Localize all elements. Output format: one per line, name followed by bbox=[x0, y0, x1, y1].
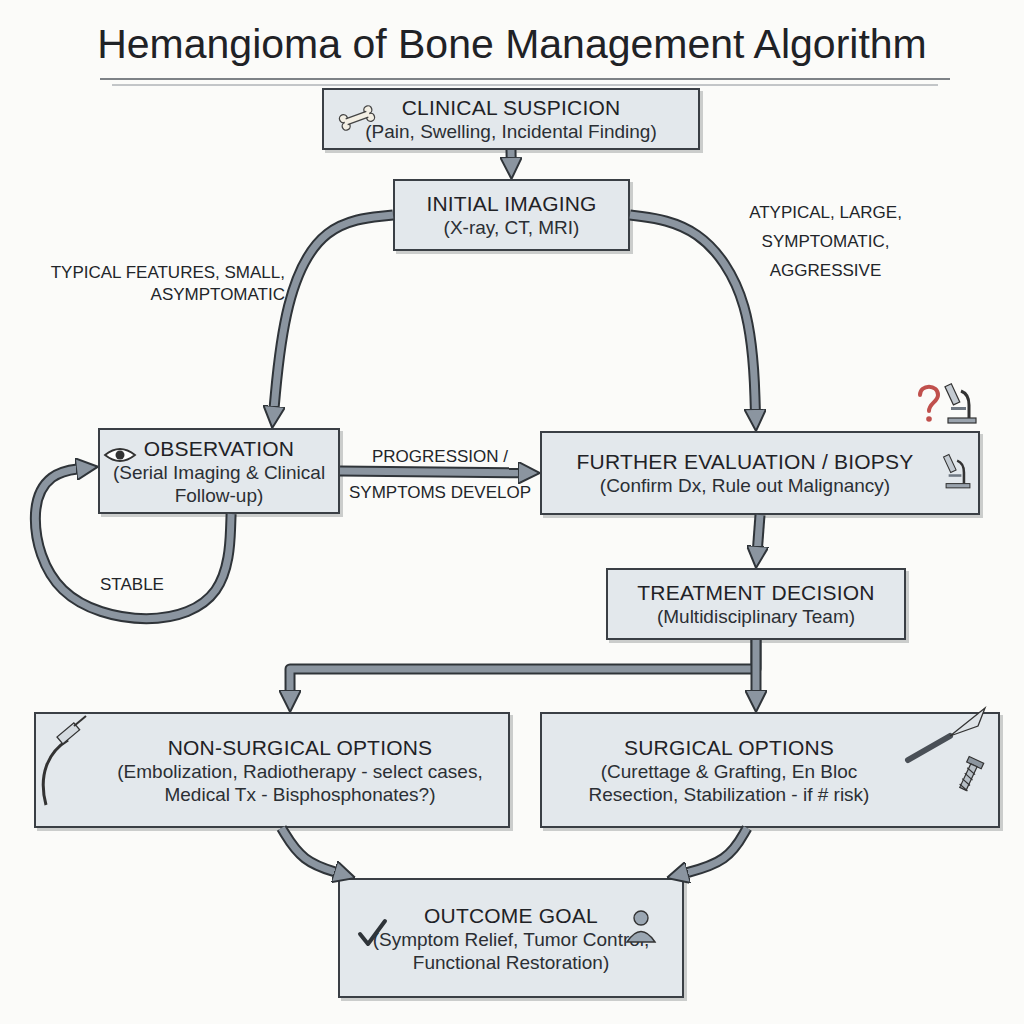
node-body: (Curettage & Grafting, En Bloc Resection… bbox=[556, 760, 902, 806]
flow-arrow bbox=[274, 215, 393, 413]
flow-arrow bbox=[681, 828, 747, 874]
node-body: (Confirm Dx, Rule out Malignancy) bbox=[600, 474, 890, 497]
connector-outline bbox=[340, 471, 525, 473]
connector-outline bbox=[282, 828, 341, 874]
question-dot bbox=[926, 416, 932, 422]
flow-connector bbox=[290, 640, 756, 697]
flow-connector bbox=[681, 828, 747, 874]
flow-arrow bbox=[753, 640, 760, 697]
node-body: (Serial Imaging & Clinical Follow-up) bbox=[108, 461, 330, 507]
flow-arrow bbox=[290, 640, 756, 697]
node-heading: FURTHER EVALUATION / BIOPSY bbox=[577, 449, 914, 474]
flow-connector bbox=[630, 215, 756, 416]
node-heading: CLINICAL SUSPICION bbox=[402, 95, 621, 120]
microscope-tube bbox=[945, 384, 960, 405]
edge-label: STABLE bbox=[100, 574, 190, 596]
title-underline bbox=[100, 79, 950, 85]
flow-arrow bbox=[630, 215, 756, 416]
edge-label: ATYPICAL, LARGE, SYMPTOMATIC, AGGRESSIVE bbox=[718, 198, 933, 285]
connector-outline bbox=[290, 640, 756, 697]
flow-arrow bbox=[340, 471, 525, 473]
process-box: OUTCOME GOAL(Symptom Relief, Tumor Contr… bbox=[338, 878, 684, 998]
underline-stroke bbox=[100, 78, 950, 80]
node-body: (X-ray, CT, MRI) bbox=[444, 216, 580, 239]
process-box: FURTHER EVALUATION / BIOPSY(Confirm Dx, … bbox=[540, 431, 980, 515]
process-box: NON-SURGICAL OPTIONS(Embolization, Radio… bbox=[34, 712, 510, 828]
flow-connector bbox=[511, 150, 512, 164]
flow-arrow bbox=[508, 150, 515, 164]
connector-outline bbox=[274, 215, 393, 413]
diagram-title: Hemangioma of Bone Management Algorithm bbox=[0, 20, 1024, 68]
connector-outline bbox=[681, 828, 747, 874]
node-body: (Embolization, Radiotherapy - select cas… bbox=[106, 760, 494, 806]
process-box: INITIAL IMAGING(X-ray, CT, MRI) bbox=[393, 179, 630, 251]
node-heading: NON-SURGICAL OPTIONS bbox=[168, 735, 433, 760]
process-box: CLINICAL SUSPICION(Pain, Swelling, Incid… bbox=[322, 88, 700, 150]
microscope-base bbox=[948, 418, 976, 423]
node-heading: OBSERVATION bbox=[144, 436, 294, 461]
microscope-stage bbox=[951, 407, 966, 410]
flow-connector bbox=[282, 828, 341, 874]
node-heading: INITIAL IMAGING bbox=[426, 191, 596, 216]
flow-arrow bbox=[282, 828, 341, 874]
underline-stroke bbox=[112, 85, 938, 86]
connector-outline bbox=[630, 215, 756, 416]
question-curve bbox=[920, 387, 938, 411]
microscope-icon bbox=[945, 384, 976, 423]
process-box: SURGICAL OPTIONS(Curettage & Grafting, E… bbox=[540, 712, 1000, 828]
node-body: (Pain, Swelling, Incidental Finding) bbox=[365, 120, 657, 143]
edge-label: PROGRESSION / SYMPTOMS DEVELOP bbox=[340, 439, 540, 511]
node-body: (Multidisciplinary Team) bbox=[657, 605, 855, 628]
question-icon bbox=[920, 387, 938, 422]
flow-connector bbox=[756, 640, 757, 697]
node-heading: SURGICAL OPTIONS bbox=[624, 735, 834, 760]
process-box: OBSERVATION(Serial Imaging & Clinical Fo… bbox=[98, 428, 340, 514]
microscope-arm bbox=[961, 391, 969, 418]
connector-outline bbox=[506, 150, 517, 164]
flow-connector bbox=[274, 215, 393, 413]
node-body: (Symptom Relief, Tumor Control, Function… bbox=[352, 928, 670, 974]
node-heading: OUTCOME GOAL bbox=[424, 903, 598, 928]
flow-connector bbox=[340, 471, 525, 473]
process-box: TREATMENT DECISION(Multidisciplinary Tea… bbox=[606, 568, 906, 640]
edge-label: TYPICAL FEATURES, SMALL, ASYMPTOMATIC bbox=[40, 262, 285, 306]
connector-outline bbox=[757, 515, 760, 553]
node-heading: TREATMENT DECISION bbox=[637, 580, 874, 605]
flow-connector bbox=[757, 515, 760, 553]
connector-outline bbox=[751, 640, 762, 697]
flow-arrow bbox=[757, 515, 760, 553]
